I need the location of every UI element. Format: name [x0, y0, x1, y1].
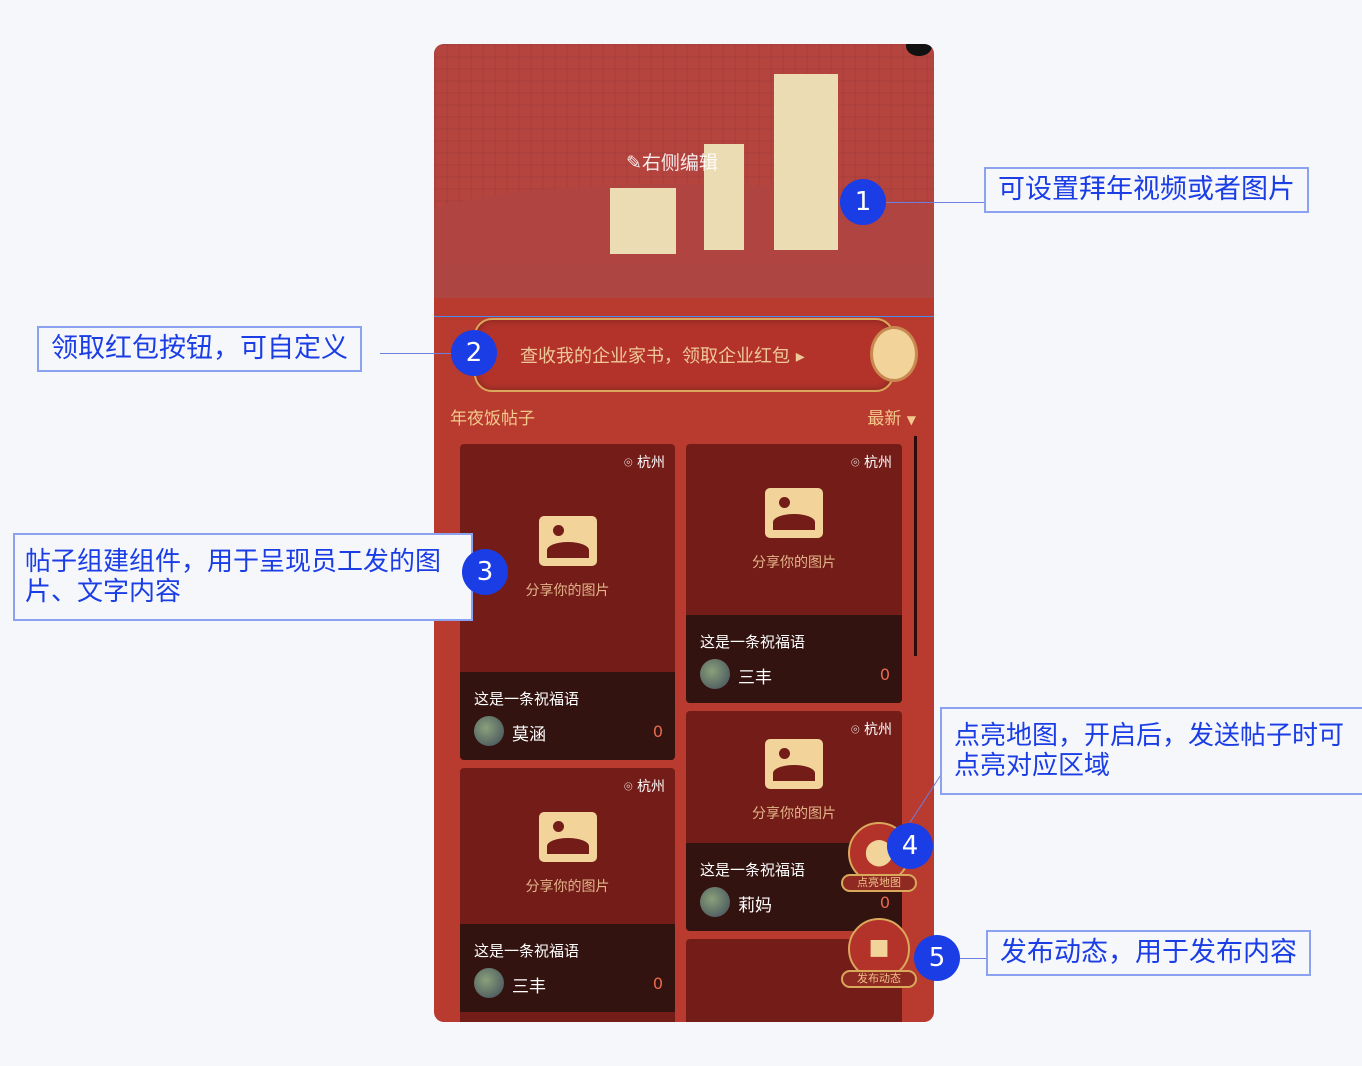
- avatar: [474, 968, 504, 998]
- scrollbar[interactable]: [914, 436, 917, 656]
- like-count[interactable]: 0: [879, 893, 890, 912]
- annotation-badge-1: 1: [840, 179, 886, 225]
- location-text: 杭州: [864, 722, 892, 738]
- annotation-3: 帖子组建组件，用于呈现员工发的图片、文字内容: [13, 533, 473, 621]
- post-caption: 这是一条祝福语 莫涵 0: [460, 672, 675, 760]
- image-placeholder-icon: [538, 516, 597, 566]
- redpacket-text: 查收我的企业家书，领取企业红包: [520, 346, 790, 367]
- image-placeholder-text: 分享你的图片: [752, 806, 836, 822]
- like-count[interactable]: 0: [652, 722, 663, 741]
- light-map-label[interactable]: 点亮地图: [841, 874, 917, 892]
- user-name: 莫涵: [512, 725, 546, 745]
- connector: [884, 202, 986, 203]
- annotation-badge-4: 4: [887, 823, 933, 869]
- location-pin-icon: ⌾: [851, 722, 860, 738]
- wish-text: 这是一条祝福语: [700, 633, 806, 651]
- wish-text: 这是一条祝福语: [474, 690, 580, 708]
- play-arrow-icon: ▸: [795, 346, 805, 367]
- publish-label[interactable]: 发布动态: [841, 970, 917, 988]
- post-card[interactable]: ⌾ 杭州 分享你的图片 这是一条祝福语 莫涵 0: [460, 444, 675, 760]
- connector: [380, 353, 454, 354]
- annotation-4: 点亮地图，开启后，发送帖子时可点亮对应区域: [940, 707, 1362, 795]
- wish-text: 这是一条祝福语: [474, 942, 580, 960]
- annotation-badge-5: 5: [914, 935, 960, 981]
- building: [774, 74, 838, 250]
- location-text: 杭州: [864, 455, 892, 471]
- post-card[interactable]: ⌾ 杭州 分享你的图片 这是一条祝福语 三丰 0: [686, 444, 902, 703]
- location: ⌾ 杭州: [624, 776, 665, 796]
- redpacket-label[interactable]: 查收我的企业家书，领取企业红包 ▸: [520, 342, 805, 368]
- sort-dropdown[interactable]: 最新 ▼: [867, 404, 916, 429]
- annotation-badge-2: 2: [451, 330, 497, 376]
- post-caption: 这是一条祝福语 三丰 0: [686, 615, 902, 703]
- edit-right-label[interactable]: ✎右侧编辑: [626, 148, 718, 175]
- post-card[interactable]: ⌾ 杭州 分享你的图片 这是一条祝福语 三丰 0: [460, 768, 675, 1022]
- like-count[interactable]: 0: [879, 665, 890, 684]
- sort-label: 最新: [867, 409, 902, 429]
- location-text: 杭州: [637, 779, 665, 795]
- location-pin-icon: ⌾: [851, 455, 860, 471]
- chevron-down-icon: ▼: [906, 413, 916, 427]
- user-name: 莉妈: [738, 896, 772, 916]
- annotation-5: 发布动态，用于发布内容: [986, 930, 1311, 976]
- building: [610, 188, 676, 254]
- section-title: 年夜饭帖子: [450, 409, 535, 429]
- image-placeholder-icon: [765, 739, 823, 789]
- location-pin-icon: ⌾: [624, 455, 633, 471]
- cloud-icon: [870, 326, 918, 382]
- building: [704, 144, 744, 250]
- image-placeholder-icon: [765, 488, 823, 538]
- post-card[interactable]: ⌾ 杭州 分享你的图片 这是一条祝福语 莉妈 0: [686, 711, 902, 931]
- image-placeholder-icon: [538, 812, 597, 862]
- publish-button[interactable]: ■: [848, 918, 910, 980]
- top-marker: [434, 316, 934, 317]
- user-name: 三丰: [512, 977, 546, 997]
- location-text: 杭州: [637, 455, 665, 471]
- banner-bottom: [434, 258, 934, 298]
- camera-icon: ■: [868, 935, 890, 960]
- annotation-2: 领取红包按钮，可自定义: [37, 326, 362, 372]
- image-placeholder-text: 分享你的图片: [525, 879, 610, 895]
- annotation-badge-3: 3: [462, 549, 508, 595]
- image-placeholder-text: 分享你的图片: [525, 583, 610, 599]
- close-icon[interactable]: [906, 44, 932, 56]
- redpacket-button[interactable]: [474, 318, 894, 392]
- annotation-1: 可设置拜年视频或者图片: [984, 167, 1309, 213]
- edit-text: 右侧编辑: [641, 152, 718, 174]
- wish-text: 这是一条祝福语: [700, 861, 806, 879]
- avatar: [474, 716, 504, 746]
- image-placeholder-text: 分享你的图片: [752, 555, 836, 571]
- post-caption: 这是一条祝福语 三丰 0: [460, 924, 675, 1012]
- location: ⌾ 杭州: [851, 719, 892, 739]
- avatar: [700, 887, 730, 917]
- avatar: [700, 659, 730, 689]
- like-count[interactable]: 0: [652, 974, 663, 993]
- user-name: 三丰: [738, 668, 772, 688]
- location: ⌾ 杭州: [624, 452, 665, 472]
- location-pin-icon: ⌾: [624, 779, 633, 795]
- edit-icon: ✎: [626, 152, 642, 174]
- connector: [958, 958, 988, 959]
- location: ⌾ 杭州: [851, 452, 892, 472]
